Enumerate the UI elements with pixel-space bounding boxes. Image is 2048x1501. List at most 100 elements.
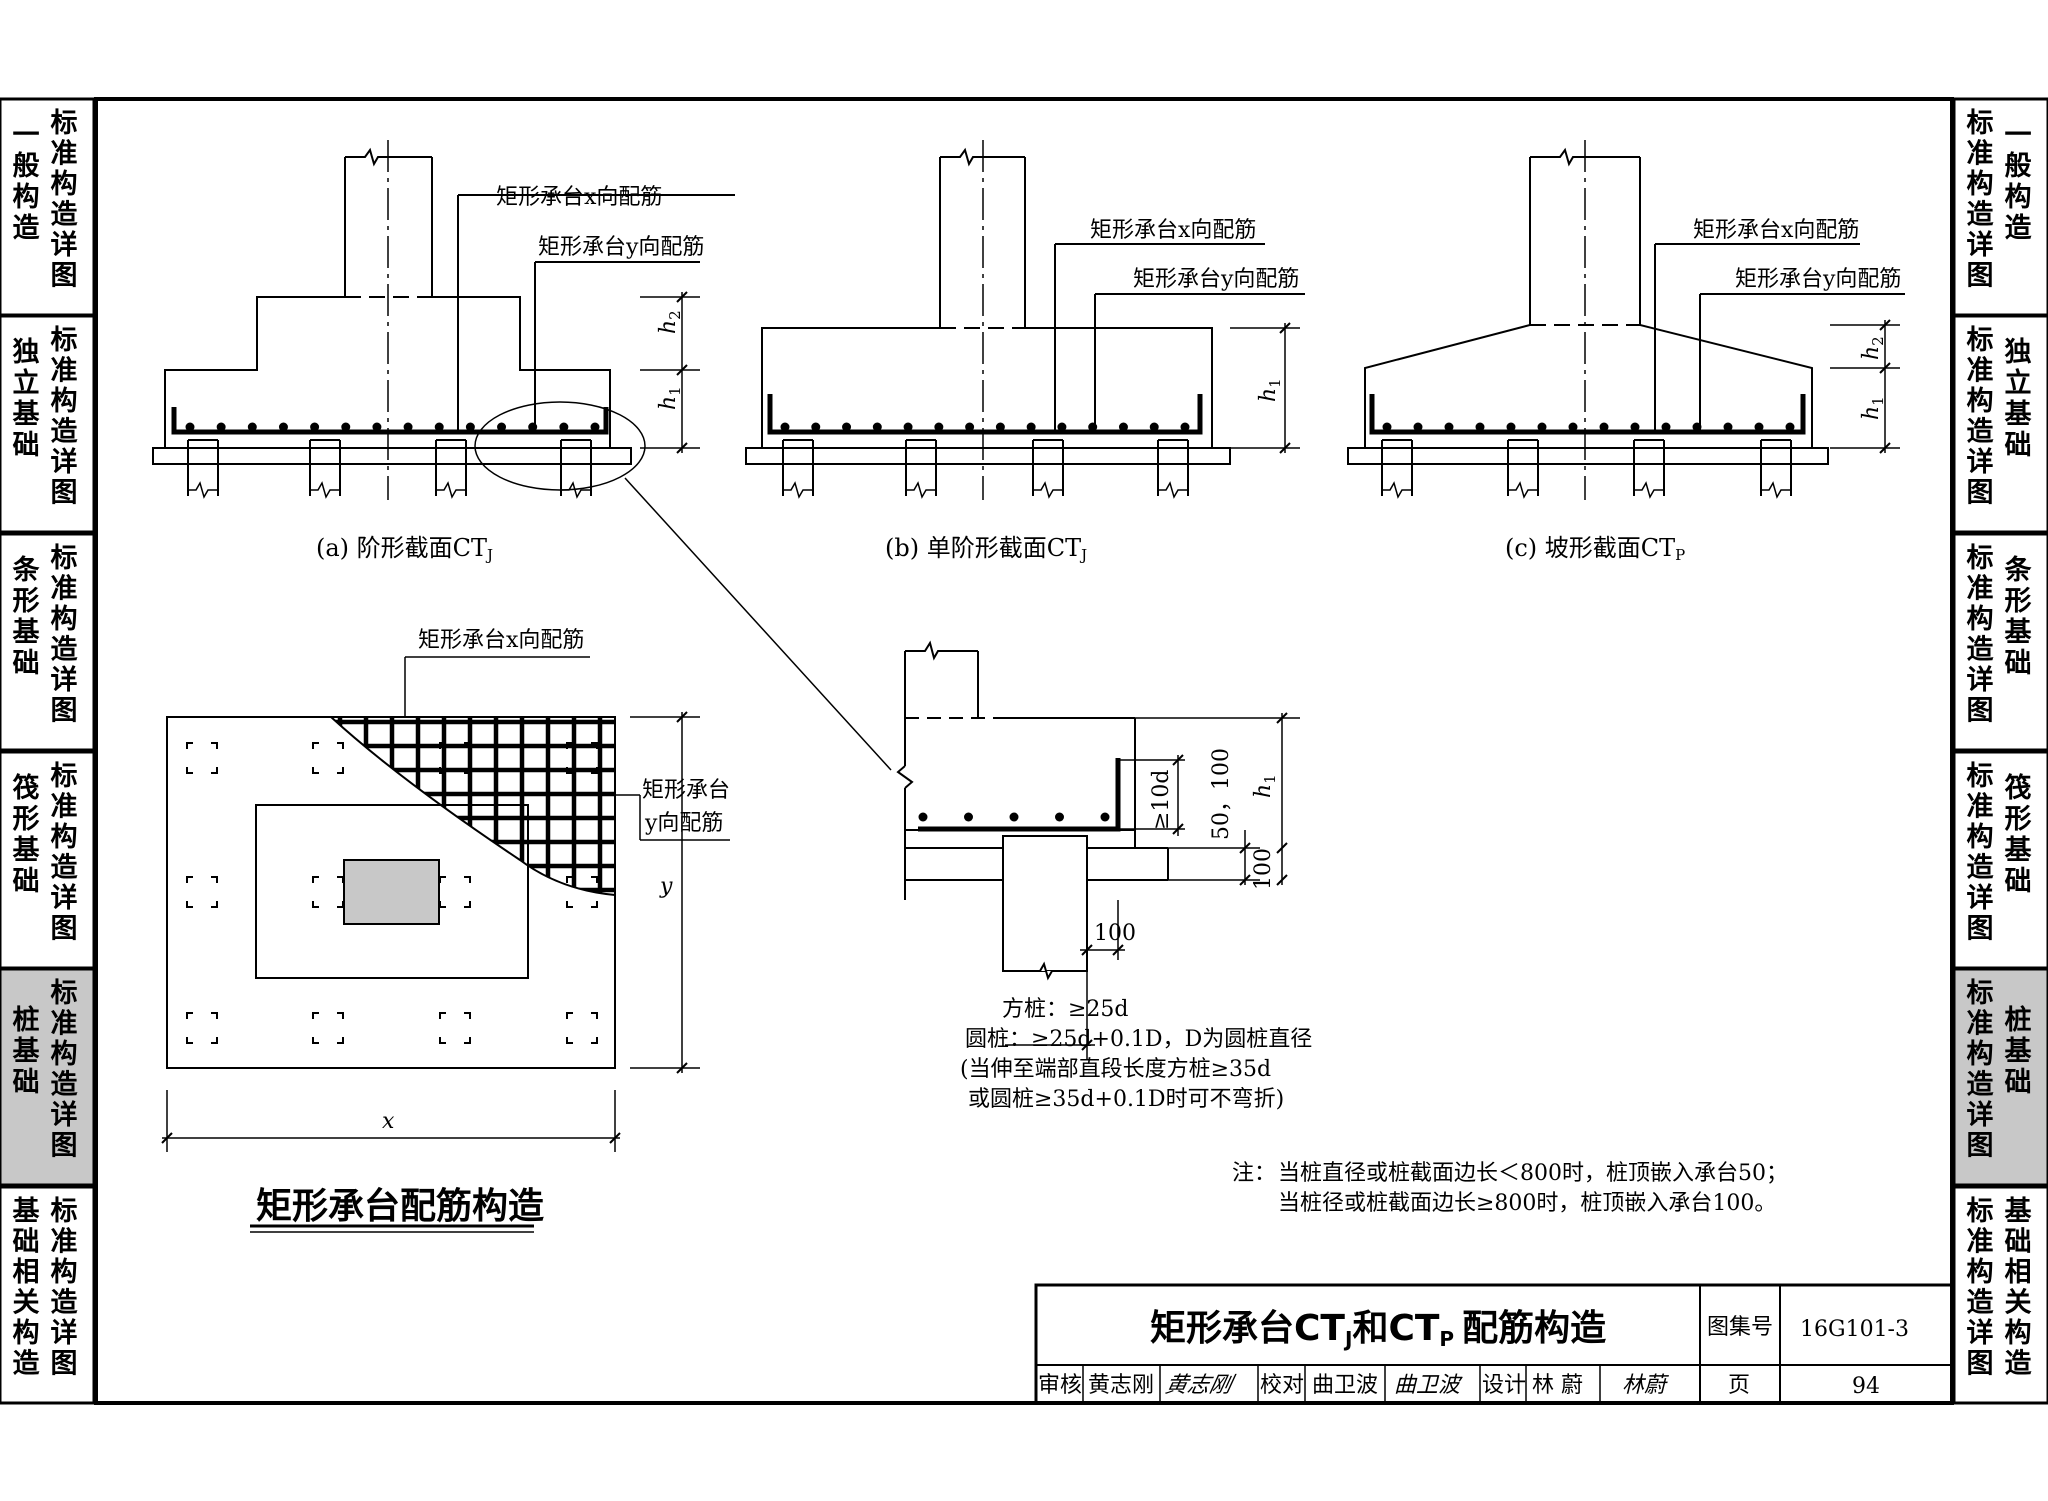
side-tab-topic-char: 形 [2005,586,2032,617]
pile-position-mark [566,742,598,774]
rebar-dot [1118,422,1128,432]
checker-name: 曲卫波 [1312,1373,1378,1398]
design-label: 设计 [1482,1373,1526,1398]
side-tab-standard-char: 造 [51,200,78,231]
rebar-dot [1026,422,1036,432]
side-tab-topic-char: 独 [2005,337,2032,368]
rebar-dot [1506,422,1516,432]
side-tab-standard-char: 图 [1967,261,1994,292]
side-tab-standard-char: 构 [1967,386,1994,417]
section-b-y-bar-label: 矩形承台y向配筋 [1133,267,1299,292]
rebar-dot [1382,422,1392,432]
pile [1032,439,1064,499]
side-tab-standard-char: 图 [51,261,78,292]
side-tab-standard-char: 准 [51,356,78,387]
rebar-dot [1785,422,1795,432]
side-tab-topic-char: 造 [13,213,40,244]
rebar-dot [434,422,444,432]
detail-100-vertical-label: 100 [1251,848,1276,890]
side-tab-standard-char: 准 [1967,574,1994,605]
side-tab-standard-char: 造 [51,853,78,884]
rebar-dot [372,422,382,432]
pile [309,439,341,499]
rebar-dot [1055,812,1064,822]
pile-position-mark [186,876,218,908]
detail-50-100-label: 50，100 [1209,748,1234,840]
checker-signature: 曲卫波 [1394,1373,1463,1398]
side-tab-topic-char: 构 [13,182,40,213]
side-tab-standard-char: 图 [51,696,78,727]
side-tab-topic-char: 筏 [13,772,40,804]
side-tab-topic-char: 立 [13,367,40,399]
side-tab-standard-char: 造 [51,1070,78,1101]
side-tab-topic-char: 基 [13,1196,41,1227]
side-tab-standard-char: 标 [51,325,78,356]
side-tab-standard-char: 造 [1967,200,1994,231]
section-c-dims [1830,320,1900,453]
side-tab-standard-char: 造 [1967,853,1994,884]
note-line-1: 当桩直径或桩截面边长＜800时，桩顶嵌入承台50； [1278,1161,1788,1186]
side-tab-standard-char: 详 [51,882,78,914]
side-tab-standard-char: 准 [1967,1009,1994,1040]
rebar-dot [185,422,195,432]
rebar-dot [497,422,507,432]
section-c-h2-label: h2 [1859,336,1887,360]
side-tab-standard-char: 准 [51,1227,78,1258]
side-tab-standard-char: 标 [51,761,78,792]
section-c-caption: (c) 坡形截面CTP [1505,534,1685,564]
section-a-h1-label: h1 [656,386,684,410]
section-a-x-bar-label: 矩形承台x向配筋 [496,185,662,210]
rebar-dot [965,422,975,432]
side-tab-standard-char: 构 [51,822,78,853]
detail-note-line: 圆桩：≥25d+0.1D，D为圆桩直径 [965,1027,1312,1052]
side-tab-topic-char: 础 [13,1067,40,1098]
side-tab-standard-char: 标 [1967,978,1994,1009]
side-tab-topic-char: 基 [2005,1036,2033,1067]
pile-position-mark [439,1012,471,1044]
side-tab-topic-char: 形 [13,804,40,835]
side-tab-standard-char: 图 [1967,1349,1994,1380]
designer-signature: 林蔚 [1622,1373,1669,1398]
side-tab-topic-char: 基 [13,1036,41,1067]
rebar-dot [590,422,600,432]
side-tab-standard-char: 标 [51,978,78,1009]
pile [782,439,814,499]
detail-note-line: 或圆桩≥35d+0.1D时可不弯折) [968,1087,1284,1112]
side-tab-standard-char: 详 [1967,1317,1994,1349]
rebar-dot [1599,422,1609,432]
section-a-dims [640,292,700,453]
section-c-x-bar-label: 矩形承台x向配筋 [1693,218,1859,243]
side-tab-topic-char: 般 [13,150,40,182]
section-a-caption: (a) 阶形截面CTJ [316,534,493,564]
side-tab-topic-char: 立 [2005,367,2032,399]
detail-10d-label: ≥10d [1149,769,1174,830]
side-tab-standard-char: 图 [1967,914,1994,945]
side-tab-topic-char: 相 [2005,1257,2032,1288]
side-tab-standard-char: 标 [1967,543,1994,574]
side-tab-standard-char: 造 [51,1288,78,1319]
rebar-dot [1537,422,1547,432]
side-tab-standard-char: 构 [51,1039,78,1070]
side-tab-standard-char: 标 [1967,1196,1994,1227]
rebar-dot [1475,422,1485,432]
side-tab-standard-char: 造 [1967,1288,1994,1319]
side-tab-topic-char: 基 [13,617,41,648]
side-tab-standard-char: 造 [1967,417,1994,448]
pile-cap-detail-dims [1005,713,1300,1060]
side-tab-standard-char: 详 [51,1317,78,1349]
rebar-dot [811,422,821,432]
side-tab-standard-char: 准 [51,139,78,170]
